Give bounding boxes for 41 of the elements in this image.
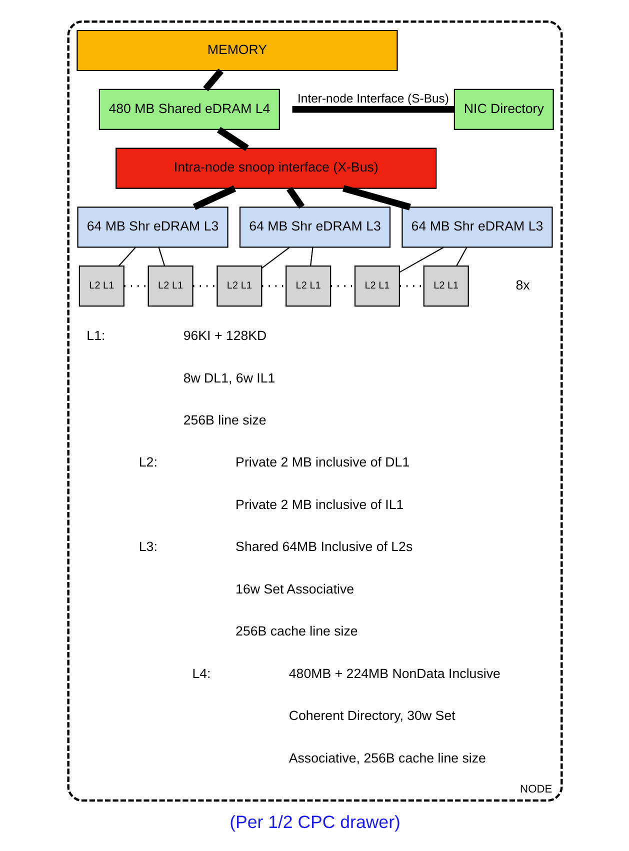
connector <box>118 247 136 266</box>
label: Private 2 MB inclusive of IL1 <box>235 496 404 512</box>
connector <box>286 186 304 209</box>
node-box: 64 MB Shr eDRAM L3 <box>76 206 228 248</box>
label: L4: <box>192 666 210 681</box>
node-box: L2 L1 <box>147 266 193 307</box>
label: 8w DL1, 6w IL1 <box>182 370 275 386</box>
caption: (Per 1/2 CPC drawer) <box>229 812 400 832</box>
label: 8x <box>515 278 530 292</box>
node-box: MEMORY <box>76 30 398 72</box>
node-box: L2 L1 <box>422 266 468 307</box>
label: 256B cache line size <box>235 624 358 639</box>
connector <box>158 247 165 266</box>
label: Coherent Directory, 30w Set <box>288 708 455 724</box>
label: L1: <box>86 328 105 344</box>
label: Associative, 256B cache line size <box>288 750 486 766</box>
node-box: L2 L1 <box>354 266 400 307</box>
node-box: 64 MB Shr eDRAM L3 <box>401 206 552 248</box>
node-box: 64 MB Shr eDRAM L3 <box>238 206 390 248</box>
label: Shared 64MB Inclusive of L2s <box>235 539 412 554</box>
connector <box>292 106 454 113</box>
node-box: L2 L1 <box>216 266 262 307</box>
connector <box>261 247 290 268</box>
label: L2: <box>138 454 157 470</box>
node-box: NIC Directory <box>453 88 554 130</box>
node-box: 480 MB Shared eDRAM L4 <box>98 88 280 130</box>
label: 16w Set Associative <box>235 581 354 596</box>
node-box: L2 L1 <box>78 266 124 307</box>
connector <box>456 247 467 266</box>
label: 256B line size <box>182 412 266 428</box>
label: Private 2 MB inclusive of DL1 <box>235 454 410 470</box>
label: L3: <box>138 539 157 554</box>
label: 96KI + 128KD <box>182 328 266 344</box>
node-box: L2 L1 <box>285 266 331 307</box>
edge-label: Inter-node Interface (S-Bus) <box>297 92 448 106</box>
connector <box>310 247 313 266</box>
node-box: Intra-node snoop interface (X-Bus) <box>115 148 436 189</box>
connector <box>216 126 248 151</box>
connector <box>398 246 444 273</box>
label: 480MB + 224MB NonData Inclusive <box>288 666 500 681</box>
connector <box>202 68 224 92</box>
